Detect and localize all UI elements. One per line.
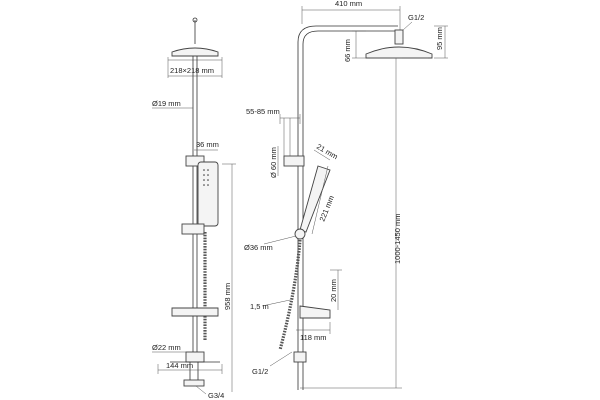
head-connector (394, 29, 404, 45)
total-height-label: 958 mm (223, 283, 232, 310)
hose-len-label: 1,5 m (250, 302, 269, 311)
hose-side (278, 239, 302, 351)
head-thick-label: 95 mm (435, 27, 444, 50)
bottom-dia-label: Ø22 mm (152, 343, 181, 352)
adj-height-label: 1000-1450 mm (393, 214, 402, 264)
riser-arm-inner (302, 30, 398, 390)
arm-length-label: 410 mm (335, 0, 362, 8)
pipe-dia-label: Ø19 mm (152, 99, 181, 108)
hand-shower-nozzles (203, 169, 209, 186)
shelf-height-label: 20 mm (329, 279, 338, 302)
head-size-label: 218×218 mm (170, 66, 214, 75)
holder-side (283, 155, 305, 167)
riser-arm-outer (297, 25, 398, 390)
rain-head-front (171, 47, 219, 57)
joint-dia-label: Ø36 mm (244, 243, 273, 252)
inlet-right-label: G1/2 (252, 367, 268, 376)
holder-front (181, 223, 205, 235)
shelf-front (171, 307, 219, 317)
shelf-side (299, 305, 331, 319)
holder-dia-label: Ø 60 mm (269, 147, 278, 178)
head-drop-label: 66 mm (343, 39, 352, 62)
joint-side (294, 228, 306, 240)
front-view: 218×218 mm Ø19 mm 36 mm (152, 17, 236, 400)
inlet-left-label: G3/4 (208, 391, 224, 400)
offset-label: 55-85 mm (246, 107, 280, 116)
rain-head-side (365, 46, 433, 59)
hand-shower-side (299, 165, 331, 233)
slider-clamp (185, 155, 205, 167)
arm-thread-label: G1/2 (408, 13, 424, 22)
hand-shower-front (197, 161, 219, 227)
top-cap (192, 17, 198, 23)
bottom-width-label: 144 mm (166, 361, 193, 370)
side-view: 410 mm G1/2 66 mm 95 mm 55-85 mm Ø 60 (244, 0, 448, 390)
hand-width-label: 36 mm (196, 140, 219, 149)
mixer-side (293, 351, 307, 363)
shelf-width-label: 118 mm (300, 333, 327, 342)
